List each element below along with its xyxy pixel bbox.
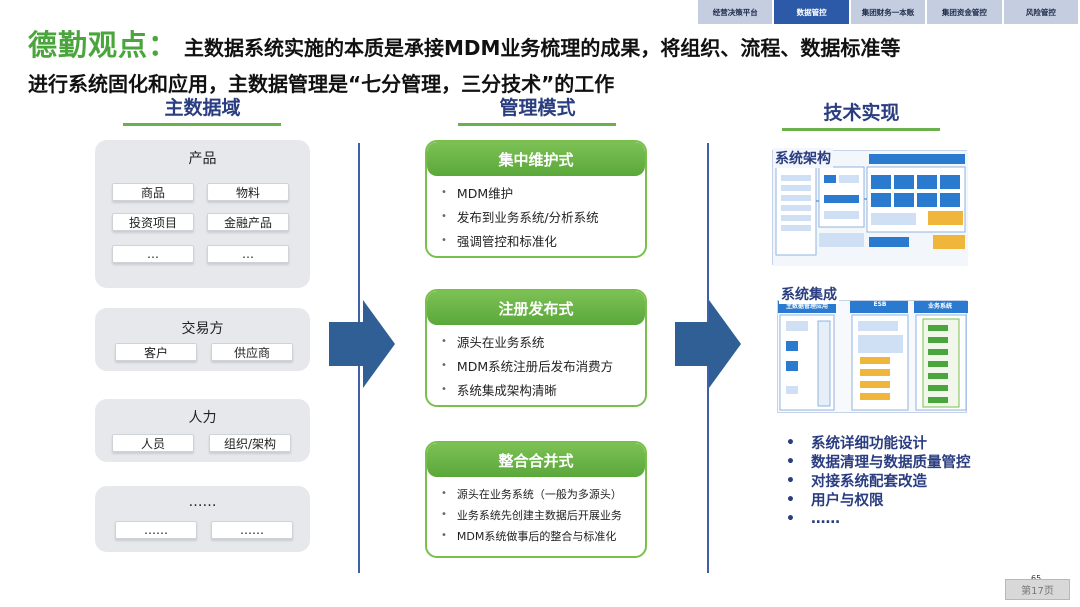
mode-point: MDM系统注册后发布消费方	[441, 353, 645, 377]
arrow-right-icon	[675, 300, 741, 388]
nav-tab-data-governance[interactable]: 数据管控	[774, 0, 851, 24]
headline-line-1: 主数据系统实施的本质是承接MDM业务梳理的成果，将组织、流程、数据标准等	[184, 36, 901, 60]
mode-point: MDM维护	[441, 180, 645, 204]
section-underline-domain	[123, 123, 281, 126]
domain-item: 物料	[207, 183, 289, 201]
tech-bullet: 用户与权限	[786, 490, 971, 509]
domain-item: 商品	[112, 183, 194, 201]
top-nav: 经营决策平台 数据管控 集团财务一本账 集团资金管控 风险管控	[698, 0, 1080, 24]
page-number: 65	[1031, 574, 1041, 583]
tech-bullet: ……	[786, 509, 971, 528]
page-badge[interactable]: 第17页	[1005, 579, 1070, 600]
headline-line-2: 进行系统固化和应用，主数据管理是“七分管理，三分技术”的工作	[28, 72, 615, 96]
nav-tab-risk[interactable]: 风险管控	[1003, 0, 1080, 24]
architecture-diagram-graphic	[773, 151, 968, 266]
domain-group-title: ……	[188, 494, 217, 510]
section-title-domain: 主数据域	[164, 97, 241, 119]
integration-diagram-graphic	[778, 301, 968, 411]
section-underline-tech	[782, 128, 940, 131]
integration-col-business: 业务系统	[927, 303, 952, 310]
domain-group-hr: 人力 人员 组织/架构	[95, 399, 310, 462]
domain-item: 客户	[115, 343, 197, 361]
mode-card-title: 注册发布式	[427, 291, 645, 325]
mode-point: 源头在业务系统	[441, 329, 645, 353]
domain-item: …	[207, 245, 289, 263]
nav-tab-decision[interactable]: 经营决策平台	[698, 0, 775, 24]
nav-tab-treasury[interactable]: 集团资金管控	[927, 0, 1004, 24]
domain-item: 供应商	[211, 343, 293, 361]
headline: 德勤观点： 主数据系统实施的本质是承接MDM业务梳理的成果，将组织、流程、数据标…	[28, 22, 1028, 97]
mode-card-registry: 注册发布式 源头在业务系统 MDM系统注册后发布消费方 系统集成架构清晰	[425, 289, 647, 407]
integration-label: 系统集成	[779, 284, 839, 304]
domain-item: ……	[211, 521, 293, 539]
section-underline-mode	[458, 123, 616, 126]
domain-item: 金融产品	[207, 213, 289, 231]
domain-group-counterparty: 交易方 客户 供应商	[95, 308, 310, 371]
mode-card-consolidation: 整合合并式 源头在业务系统（一般为多源头） 业务系统先创建主数据后开展业务 MD…	[425, 441, 647, 558]
mode-point: 强调管控和标准化	[441, 228, 645, 252]
section-title-tech: 技术实现	[823, 102, 900, 124]
integration-col-mdm: 主数据管理应用	[785, 303, 828, 310]
nav-tab-finance[interactable]: 集团财务一本账	[850, 0, 928, 24]
mode-point: MDM系统做事后的整合与标准化	[441, 525, 645, 546]
domain-item: …	[112, 245, 194, 263]
mode-point: 业务系统先创建主数据后开展业务	[441, 504, 645, 525]
mode-point: 系统集成架构清晰	[441, 377, 645, 401]
tech-bullet: 对接系统配套改造	[786, 471, 971, 490]
architecture-label: 系统架构	[773, 148, 833, 168]
domain-group-title: 产品	[188, 151, 217, 167]
domain-group-title: 交易方	[181, 321, 224, 337]
tech-bullet: 数据清理与数据质量管控	[786, 452, 971, 471]
mode-card-title: 集中维护式	[427, 142, 645, 176]
tech-bullet-list: 系统详细功能设计 数据清理与数据质量管控 对接系统配套改造 用户与权限 ……	[786, 433, 971, 528]
mode-card-centralized: 集中维护式 MDM维护 发布到业务系统/分析系统 强调管控和标准化	[425, 140, 647, 258]
domain-item: 人员	[112, 434, 194, 452]
integration-col-esb: ESB	[873, 301, 887, 308]
mode-point: 发布到业务系统/分析系统	[441, 204, 645, 228]
domain-group-product: 产品 商品 物料 投资项目 金融产品 … …	[95, 140, 310, 288]
section-title-mode: 管理模式	[499, 97, 576, 119]
domain-item: 投资项目	[112, 213, 194, 231]
headline-brand: 德勤观点：	[28, 28, 179, 62]
architecture-diagram	[772, 150, 968, 266]
domain-item: 组织/架构	[209, 434, 291, 452]
integration-diagram	[777, 300, 968, 413]
domain-item: ……	[115, 521, 197, 539]
mode-card-title: 整合合并式	[427, 443, 645, 477]
domain-group-title: 人力	[188, 410, 217, 426]
tech-bullet: 系统详细功能设计	[786, 433, 971, 452]
mode-point: 源头在业务系统（一般为多源头）	[441, 483, 645, 504]
domain-group-more: …… …… ……	[95, 486, 310, 552]
arrow-right-icon	[329, 300, 395, 388]
